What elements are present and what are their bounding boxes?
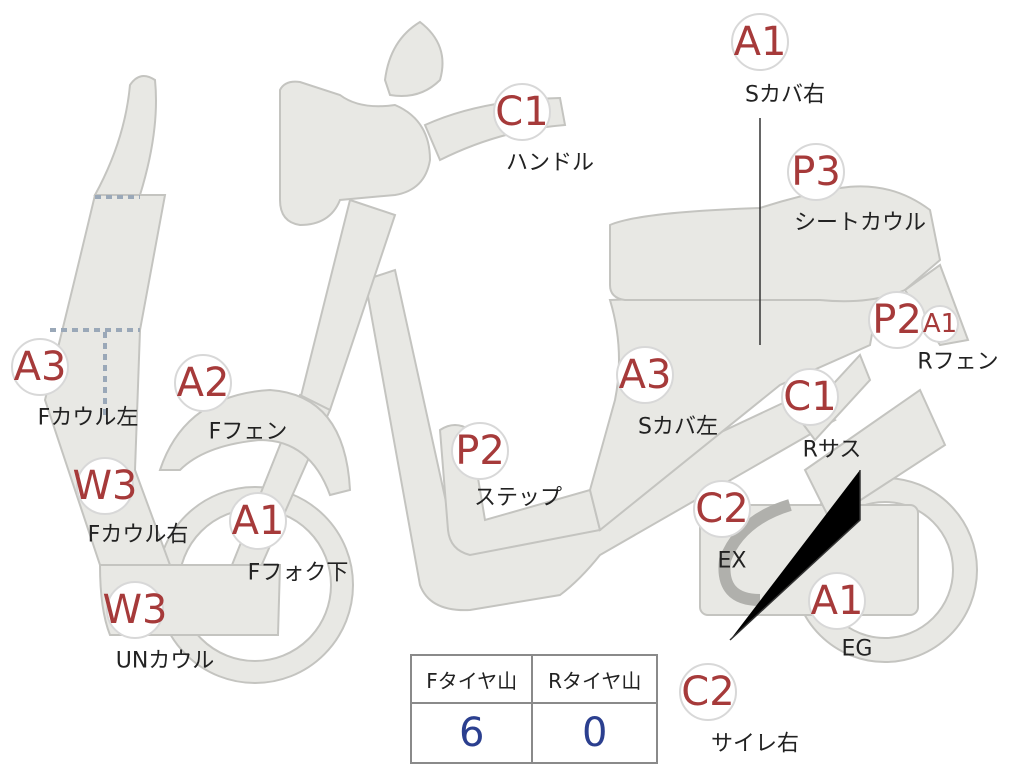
grade-text: C1	[495, 89, 548, 135]
grade-text: A2	[177, 360, 230, 406]
grade-badge	[493, 83, 551, 141]
mirror	[383, 20, 444, 97]
part-label: Fフォク下	[248, 561, 349, 586]
part-label: Fカウル左	[38, 406, 139, 431]
part-exhaust: C2 EX	[693, 480, 751, 574]
grade-badge	[679, 663, 737, 721]
part-f-cowl-right: W3 Fカウル右	[73, 457, 189, 548]
grade-text: A1	[232, 498, 285, 544]
rear-shock	[803, 388, 947, 522]
front-tire-value: 6	[409, 702, 534, 764]
grade-text: A3	[14, 344, 67, 390]
part-label: EX	[718, 549, 747, 574]
front-tire-header: Fタイヤ山	[409, 654, 534, 704]
scooter-silhouette	[43, 20, 978, 684]
grade-text: A1	[811, 578, 864, 624]
part-label: Fカウル右	[88, 523, 189, 548]
part-f-cowl-left: A3 Fカウル左	[11, 338, 139, 431]
exhaust-pipe	[718, 499, 792, 606]
grade-badge	[731, 13, 789, 71]
grade-badge	[11, 338, 69, 396]
part-seat-cowl: P3 シートカウル	[787, 143, 926, 236]
grade-text: W3	[73, 463, 138, 509]
part-label: Sカバ右	[745, 83, 825, 108]
tire-tread-table: Fタイヤ山 Rタイヤ山 6 0	[409, 654, 658, 764]
part-r-fender: P2 A1 Rフェン	[868, 291, 999, 375]
part-label: UNカウル	[116, 649, 215, 674]
rear-tire-value: 0	[531, 702, 658, 764]
part-f-fork-lower: A1 Fフォク下	[229, 492, 349, 586]
grade-badge	[76, 457, 134, 515]
part-label: Rサス	[803, 438, 862, 463]
leg-shield	[43, 194, 172, 566]
seat	[609, 185, 942, 303]
grade-text: C2	[695, 486, 748, 532]
part-f-fender: A2 Fフェン	[174, 354, 288, 445]
grade-text: A3	[619, 352, 672, 398]
part-step: P2 ステップ	[451, 422, 562, 511]
grade-text: P3	[791, 149, 841, 195]
grade-text: P2	[455, 428, 505, 474]
grade-badge	[106, 581, 164, 639]
grade-badge	[616, 346, 674, 404]
grade-text: W3	[103, 587, 168, 633]
part-label: ハンドル	[506, 151, 594, 176]
part-s-cover-right: A1 Sカバ右	[731, 13, 825, 108]
grade-badge-secondary	[921, 305, 959, 343]
part-r-suspension: C1 Rサス	[781, 368, 862, 463]
part-label: Sカバ左	[638, 415, 718, 440]
part-s-cover-left: A3 Sカバ左	[616, 346, 718, 440]
front-cowl	[93, 75, 157, 196]
part-label: EG	[842, 637, 873, 662]
grade-badge	[781, 368, 839, 426]
grade-badge	[693, 480, 751, 538]
leader-line	[729, 470, 861, 641]
rear-tire-header: Rタイヤ山	[531, 654, 658, 704]
grade-badge	[229, 492, 287, 550]
part-engine: A1 EG	[808, 572, 873, 662]
grade-text: C1	[783, 374, 836, 420]
part-label: ステップ	[474, 486, 562, 511]
part-silencer-right: C2 サイレ右	[679, 663, 799, 757]
part-handle: C1 ハンドル	[493, 83, 594, 176]
part-label: シートカウル	[794, 211, 926, 236]
grade-text: P2	[872, 297, 922, 343]
grade-text: A1	[734, 19, 787, 65]
grade-badge	[451, 422, 509, 480]
part-label: Rフェン	[917, 350, 998, 375]
grade-text: C2	[681, 669, 734, 715]
part-label: サイレ右	[711, 732, 799, 757]
grade-badge	[808, 572, 866, 630]
part-annotations: A1 Sカバ右 C1 ハンドル P3 シートカウル P2 A1 Rフェン A3 …	[11, 13, 999, 757]
grade-badge	[174, 354, 232, 412]
part-under-cowl: W3 UNカウル	[103, 581, 215, 674]
grade-text-secondary: A1	[923, 309, 957, 339]
part-label: Fフェン	[209, 420, 288, 445]
grade-badge	[787, 143, 845, 201]
handle-cover	[279, 80, 432, 227]
